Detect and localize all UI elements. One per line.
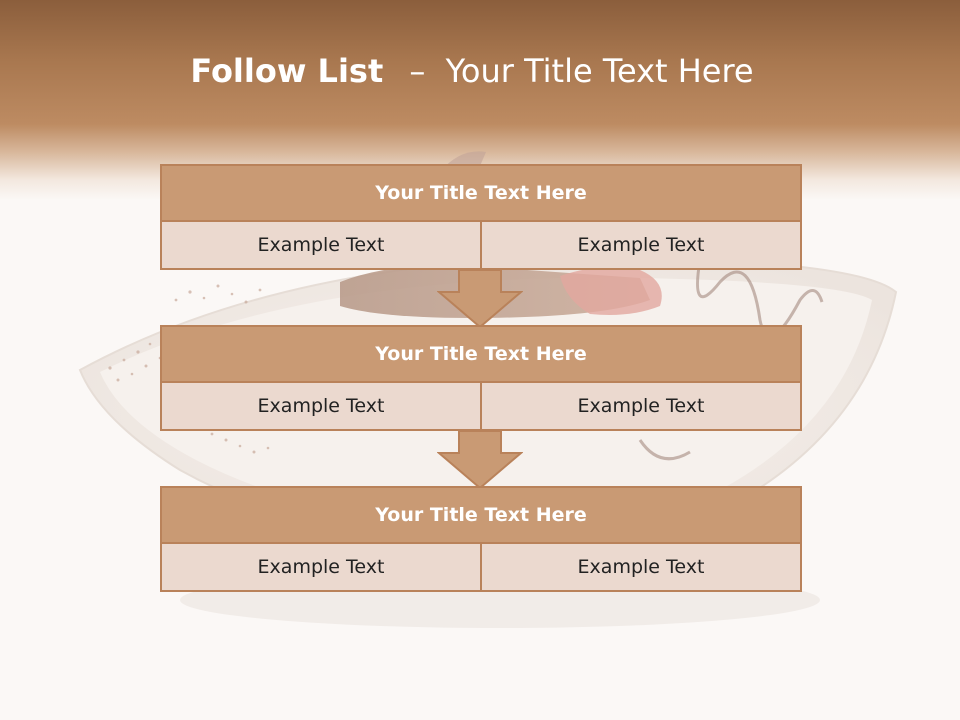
- step-cell-left: Example Text: [160, 220, 482, 270]
- down-arrow-icon: [437, 431, 523, 489]
- step-row: Example Text Example Text: [160, 381, 802, 431]
- step-cell-left: Example Text: [160, 381, 482, 431]
- step-box-3: Your Title Text Here Example Text Exampl…: [160, 486, 802, 592]
- step-cell-right: Example Text: [480, 220, 802, 270]
- title-dash: –: [409, 52, 426, 90]
- step-cell-left: Example Text: [160, 542, 482, 592]
- step-box-1: Your Title Text Here Example Text Exampl…: [160, 164, 802, 270]
- slide-title: Follow List – Your Title Text Here: [0, 52, 944, 90]
- step-title: Your Title Text Here: [160, 164, 802, 222]
- step-row: Example Text Example Text: [160, 542, 802, 592]
- down-arrow-icon: [437, 270, 523, 328]
- step-box-2: Your Title Text Here Example Text Exampl…: [160, 325, 802, 431]
- title-rest-part: Your Title Text Here: [445, 52, 754, 90]
- step-cell-right: Example Text: [480, 381, 802, 431]
- step-title: Your Title Text Here: [160, 486, 802, 544]
- step-row: Example Text Example Text: [160, 220, 802, 270]
- step-cell-right: Example Text: [480, 542, 802, 592]
- step-title: Your Title Text Here: [160, 325, 802, 383]
- title-bold-part: Follow List: [190, 52, 384, 90]
